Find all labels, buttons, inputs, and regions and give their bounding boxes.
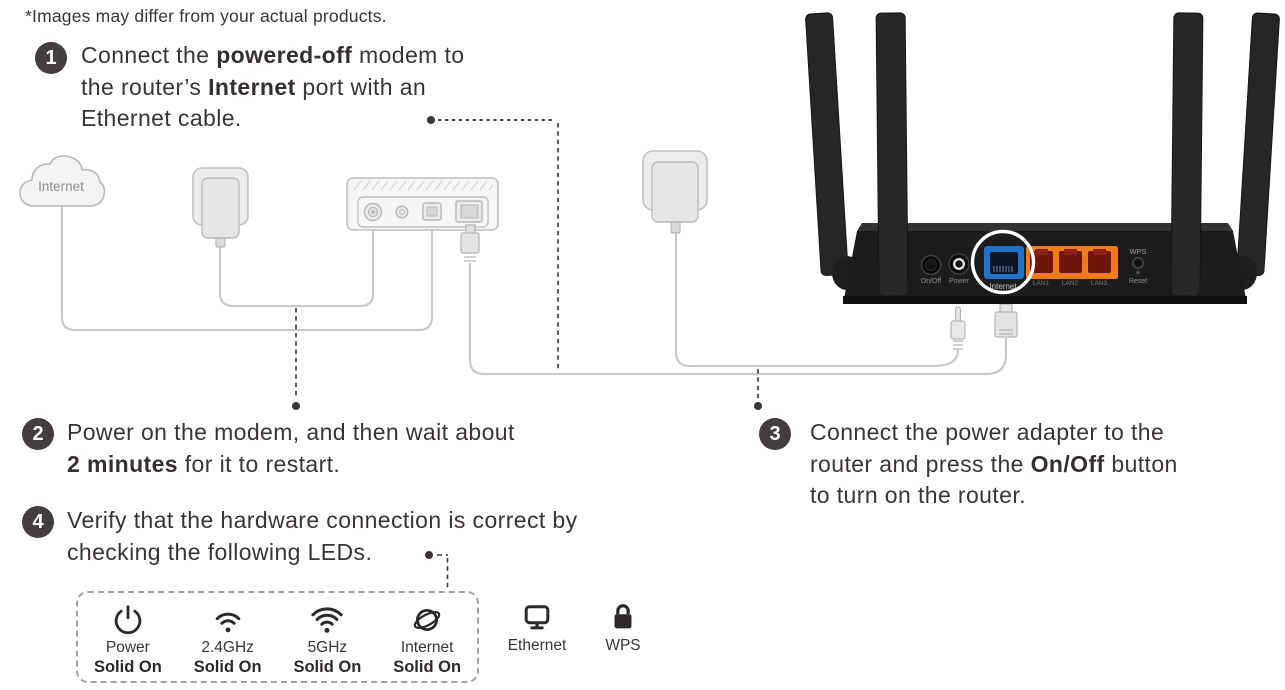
cables (60, 205, 1008, 376)
led-name: 5GHz (307, 639, 348, 656)
router-antenna-inner-right (1170, 12, 1204, 297)
callout1-dot (427, 116, 435, 124)
internet-port-highlight-ring (970, 229, 1036, 295)
led-legend-box: Power Solid On 2.4GHz Solid On 5GHz Soli… (76, 591, 479, 683)
modem-illustration (346, 177, 499, 262)
wifi-5ghz-icon (307, 600, 347, 636)
router-antenna-outer-left (805, 12, 849, 276)
wifi-2-4ghz-icon (210, 600, 246, 636)
router-lan-ports (1026, 246, 1118, 279)
callout4-dot (425, 551, 433, 559)
power-label: Power (949, 278, 970, 285)
router-antenna-outer-right (1236, 12, 1280, 277)
modem-vents (353, 180, 494, 191)
step-2-text: Power on the modem, and then wait about … (67, 417, 627, 480)
router-illustration: On/Off Power Internet LAN1 LAN2 LAN3 WPS… (805, 12, 1280, 304)
disclaimer-note: *Images may differ from your actual prod… (25, 6, 387, 26)
step-2-badge: 2 (22, 418, 54, 450)
step-3-line-3: to turn on the router. (810, 482, 1026, 508)
led-status: Solid On (193, 658, 262, 676)
led-item-power: Power Solid On (78, 593, 178, 681)
router-port-labels: On/Off Power Internet LAN1 LAN2 LAN3 WPS… (921, 247, 1147, 291)
step-4-line-1: Verify that the hardware connection is c… (67, 507, 578, 533)
legend-item-wps: WPS (578, 591, 668, 655)
legend-name: Ethernet (507, 637, 567, 654)
led-name: Power (105, 639, 150, 656)
step-3-line-2: router and press the On/Off button (810, 450, 1178, 477)
router-power-cable (674, 233, 960, 368)
internet-label: Internet (989, 282, 1017, 291)
power-plug (950, 306, 966, 350)
lan1-label: LAN1 (1033, 280, 1050, 287)
router-wps-button (1132, 257, 1144, 269)
ethernet-cable (468, 263, 1008, 376)
led-status: Solid On (393, 658, 462, 676)
callouts (292, 116, 762, 590)
lan3-label: LAN3 (1091, 280, 1108, 287)
callout3-dot (754, 402, 762, 410)
modem-power-cable (218, 220, 375, 308)
step-2-line-1: Power on the modem, and then wait about (67, 419, 515, 445)
led-item-5ghz: 5GHz Solid On (278, 593, 378, 681)
internet-line-cable (60, 205, 434, 332)
step-1-text: Connect the powered-off modem to the rou… (81, 40, 551, 135)
step-1-line-1: Connect the powered-off modem to (81, 42, 465, 68)
led-name: Internet (400, 639, 454, 656)
wps-label: WPS (1129, 247, 1146, 256)
wps-lock-icon (606, 598, 640, 634)
ethernet-icon (520, 598, 554, 634)
step-2-line-2: 2 minutes for it to restart. (67, 450, 341, 477)
router-power-adapter (642, 150, 708, 234)
onoff-label: On/Off (921, 278, 942, 285)
lan-port-2 (1059, 249, 1082, 273)
step-1-line-2: the router’s Internet port with an (81, 73, 427, 100)
modem-onoff-button (395, 205, 409, 219)
lan2-label: LAN2 (1062, 280, 1079, 287)
router-base (843, 296, 1247, 304)
led-name: 2.4GHz (201, 639, 254, 656)
led-status: Solid On (293, 658, 362, 676)
step-3-line-1: Connect the power adapter to the (810, 419, 1165, 445)
step-4-badge: 4 (22, 506, 54, 538)
router-top-edge (857, 223, 1233, 231)
lan-port-1 (1030, 249, 1053, 273)
legend-name: WPS (605, 637, 641, 654)
led-status: Solid On (93, 658, 162, 676)
step-3-badge: 3 (759, 418, 791, 450)
step-3-number: 3 (769, 422, 781, 445)
router-internet-port (984, 246, 1024, 279)
step-4-number: 4 (32, 510, 44, 533)
step-3-text: Connect the power adapter to the router … (810, 417, 1270, 512)
ethernet-plug-modem-end (460, 224, 480, 262)
led-item-2-4ghz: 2.4GHz Solid On (178, 593, 278, 681)
step-2-number: 2 (32, 422, 44, 445)
step-1-number: 1 (45, 46, 57, 69)
step-4-line-2: checking the following LEDs. (67, 538, 373, 565)
router-antenna-inner-left (875, 12, 909, 297)
legend-item-ethernet: Ethernet (492, 591, 582, 655)
reset-label: Reset (1129, 278, 1147, 285)
cloud-label: Internet (38, 179, 84, 194)
power-icon (111, 600, 145, 636)
callout2-dot (292, 402, 300, 410)
step-1-line-3: Ethernet cable. (81, 105, 242, 131)
internet-cloud: Internet (19, 155, 106, 207)
router-reset-pinhole (1136, 270, 1140, 275)
led-item-internet: Internet Solid On (377, 593, 477, 681)
internet-globe-icon (410, 600, 444, 636)
lan-port-3 (1088, 249, 1111, 273)
ethernet-plug-router-end (994, 303, 1018, 338)
step-1-badge: 1 (35, 42, 67, 74)
modem-power-adapter (192, 167, 249, 248)
step-4-text: Verify that the hardware connection is c… (67, 505, 687, 568)
